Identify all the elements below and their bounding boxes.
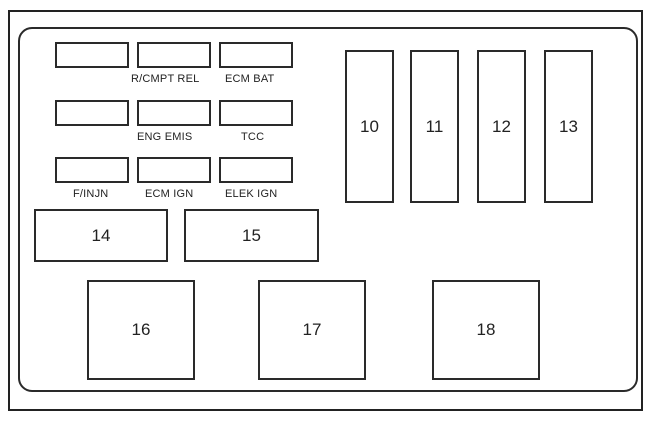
slot-12-number: 12	[492, 116, 511, 136]
fuse-label-ecm-bat: ECM BAT	[225, 73, 275, 85]
slot-17: 17	[258, 280, 366, 380]
slot-11: 11	[410, 50, 459, 203]
slot-15-number: 15	[242, 225, 261, 245]
outer-frame	[8, 10, 643, 411]
fuse-slot-row1-col1	[55, 42, 129, 68]
fuse-slot-tcc	[219, 100, 293, 126]
slot-14-number: 14	[91, 225, 111, 245]
fuse-slot-f-injn	[55, 157, 129, 183]
slot-12: 12	[477, 50, 526, 203]
slot-16-number: 16	[131, 320, 151, 339]
fuse-slot-elek-ign	[219, 157, 293, 183]
slot-17-number: 17	[302, 320, 322, 339]
slot-13: 13	[544, 50, 593, 203]
fuse-label-ecm-ign: ECM IGN	[145, 188, 194, 200]
fuse-slot-r-cmpt-rel	[137, 42, 211, 68]
slot-16: 16	[87, 280, 195, 380]
slot-18-number: 18	[476, 320, 496, 339]
slot-10: 10	[345, 50, 394, 203]
fuse-label-f-injn: F/INJN	[73, 188, 109, 200]
fuse-slot-ecm-ign	[137, 157, 211, 183]
slot-18: 18	[432, 280, 540, 380]
fuse-slot-row2-col1	[55, 100, 129, 126]
fuse-slot-ecm-bat	[219, 42, 293, 68]
fuse-panel	[18, 27, 638, 392]
slot-13-number: 13	[559, 116, 578, 136]
slot-11-number: 11	[425, 116, 444, 136]
slot-15: 15	[184, 209, 319, 262]
fuse-slot-eng-emis	[137, 100, 211, 126]
fuse-label-tcc: TCC	[241, 131, 265, 143]
fuse-label-elek-ign: ELEK IGN	[225, 188, 278, 200]
slot-10-number: 10	[360, 116, 379, 136]
slot-14: 14	[34, 209, 168, 262]
fuse-label-r-cmpt-rel: R/CMPT REL	[131, 73, 200, 85]
fuse-label-eng-emis: ENG EMIS	[137, 131, 193, 143]
